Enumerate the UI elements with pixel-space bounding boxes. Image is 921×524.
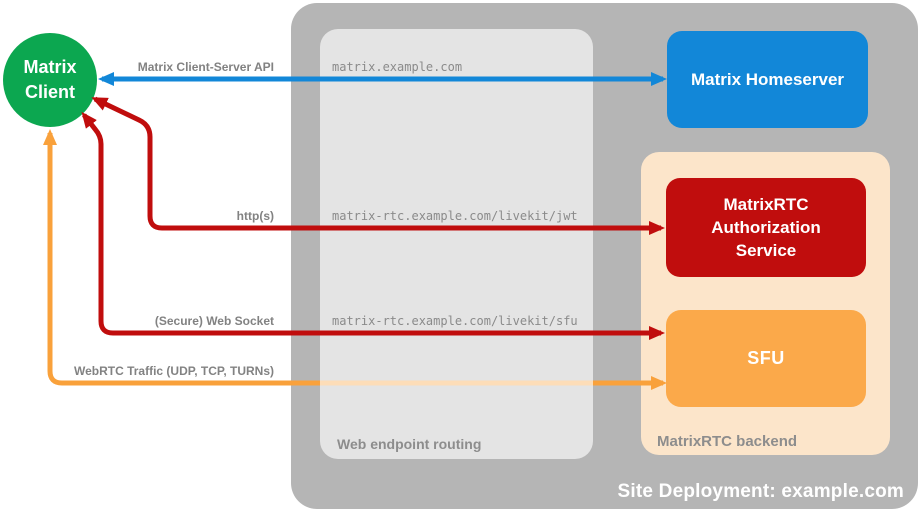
matrix-homeserver-label: Matrix Homeserver: [690, 69, 845, 89]
matrix-client-node: Matrix Client: [3, 33, 97, 127]
sfu-label: SFU: [747, 348, 785, 368]
https-label: http(s): [236, 209, 274, 223]
sfu-node: SFU: [666, 310, 866, 407]
matrixrtc-authorization-service-label: MatrixRTC Authorization Service: [711, 195, 821, 260]
web-endpoint-routing-group: Web endpoint routing: [320, 29, 593, 459]
matrix-client-label-line2: Client: [24, 82, 75, 102]
web-endpoint-routing-label: Web endpoint routing: [337, 436, 482, 452]
matrix-client-label-line1: Matrix: [23, 57, 77, 77]
route-label-livekit-sfu: matrix-rtc.example.com/livekit/sfu: [332, 314, 578, 328]
client-server-api-label: Matrix Client-Server API: [137, 60, 274, 74]
route-label-homeserver: matrix.example.com: [332, 60, 463, 74]
site-deployment-label: Site Deployment: example.com: [617, 481, 904, 502]
websocket-label: (Secure) Web Socket: [154, 314, 274, 328]
matrixrtc-authorization-service-node: MatrixRTC Authorization Service: [666, 178, 866, 277]
route-label-livekit-jwt: matrix-rtc.example.com/livekit/jwt: [332, 209, 578, 223]
webrtc-traffic-label: WebRTC Traffic (UDP, TCP, TURNs): [73, 364, 274, 378]
matrixrtc-backend-label: MatrixRTC backend: [657, 433, 798, 450]
matrix-homeserver-node: Matrix Homeserver: [667, 31, 868, 128]
